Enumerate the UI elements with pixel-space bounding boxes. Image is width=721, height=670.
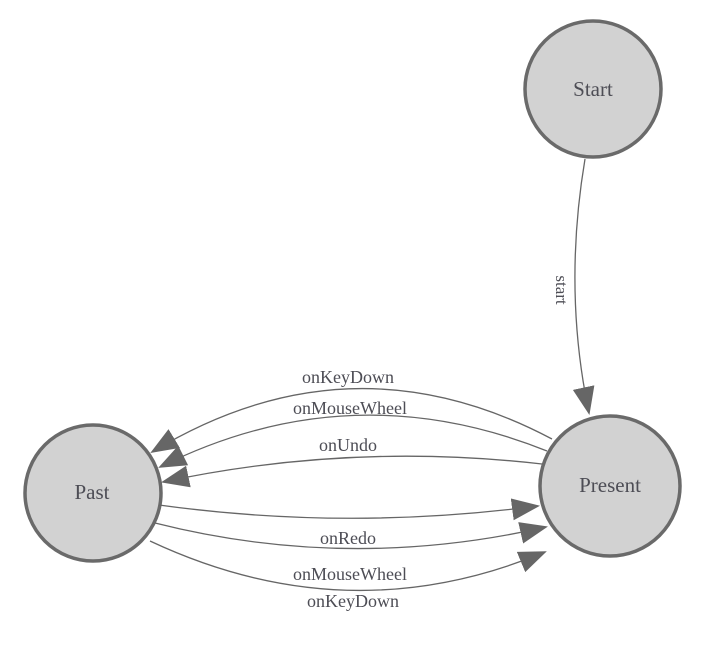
node-past-circle[interactable] [23,423,163,563]
edge-past-to-present-onkeydown[interactable] [149,540,547,592]
node-present-label: Present [579,473,641,497]
edge-present-to-past-onundo[interactable] [161,455,543,488]
edge-label-onmousewheel-top: onMouseWheel [293,398,407,418]
edge-past-to-present-onmousewheel[interactable] [154,522,548,550]
edge-label-onundo: onUndo [319,435,377,455]
node-start-circle[interactable] [523,19,663,159]
edge-label-onkeydown-top: onKeyDown [302,367,394,387]
node-past-label: Past [74,480,109,504]
node-past: Past [23,423,163,563]
edge-label-onkeydown-bottom: onKeyDown [307,591,399,611]
node-start: Start [523,19,663,159]
edge-past-to-present-onredo[interactable] [158,498,540,521]
edge-present-to-past-onkeydown[interactable] [150,387,553,454]
edge-present-to-past-onmousewheel[interactable] [158,414,548,468]
edge-start-to-present[interactable] [572,158,595,415]
edge-label-onmousewheel-bottom: onMouseWheel [293,564,407,584]
node-start-label: Start [573,77,613,101]
node-present-circle[interactable] [538,414,682,558]
edge-label-onredo: onRedo [320,528,376,548]
edge-label-start: start [552,275,571,305]
node-present: Present [538,414,682,558]
